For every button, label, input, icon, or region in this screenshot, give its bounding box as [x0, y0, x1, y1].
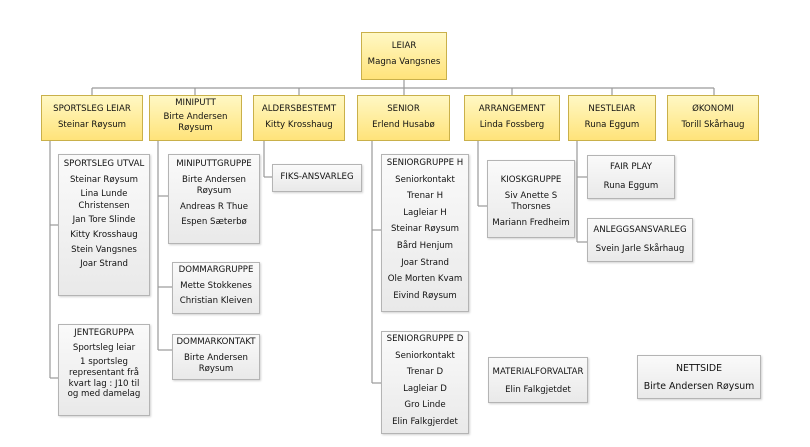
dommarkontakt-box: DOMMARKONTAKT Birte Andersen Røysum — [172, 334, 260, 380]
dommarkontakt-title: DOMMARKONTAKT — [176, 337, 256, 347]
jentegruppa-box: JENTEGRUPPA Sportsleg leiar 1 sportsleg … — [58, 324, 150, 416]
leiar-name: Magna Vangsnes — [367, 56, 441, 67]
sportsleg-leiar-title: SPORTSLEG LEIAR — [53, 104, 131, 114]
arrangement-box: ARRANGEMENT Linda Fossberg — [464, 95, 560, 141]
member: Mette Stokkenes — [180, 280, 252, 291]
senior-title: SENIOR — [387, 104, 420, 114]
okonomi-box: ØKONOMI Torill Skårhaug — [667, 95, 759, 141]
leiar-title: LEIAR — [391, 41, 417, 51]
member: Joar Strand — [80, 259, 128, 270]
member: Bård Henjum — [396, 240, 454, 251]
fair-play-title: FAIR PLAY — [610, 162, 652, 172]
member: Seniorkontakt — [395, 174, 455, 185]
sportsleg-leiar-box: SPORTSLEG LEIAR Steinar Røysum — [41, 95, 143, 141]
member: Birte Andersen Røysum — [181, 174, 247, 197]
member: Kitty Krosshaug — [70, 229, 138, 240]
member: Elin Falkgjetdet — [505, 384, 571, 395]
member: Seniorkontakt — [395, 350, 455, 361]
member: Siv Anette S Thorsnes — [504, 190, 558, 213]
member: Stein Vangsnes — [71, 244, 137, 255]
anleggsansvarleg-box: ANLEGGSANSVARLEG Svein Jarle Skårhaug — [587, 218, 693, 262]
member: Steinar Røysum — [390, 224, 460, 235]
member: Elin Falkgjerdet — [392, 416, 458, 427]
nettside-box: NETTSIDE Birte Andersen Røysum — [637, 355, 761, 399]
member: Trenar D — [406, 367, 444, 378]
member: Mariann Fredheim — [492, 217, 570, 228]
member: Steinar Røysum — [69, 174, 139, 185]
seniorgruppe-h-title: SENIORGRUPPE H — [386, 158, 464, 168]
arrangement-name: Linda Fossberg — [479, 119, 545, 130]
fiks-ansvarleg-box: FIKS-ANSVARLEG — [272, 164, 362, 192]
senior-box: SENIOR Erlend Husabø — [357, 95, 450, 141]
dommargruppe-title: DOMMARGRUPPE — [178, 265, 254, 275]
fiks-ansvarleg-title: FIKS-ANSVARLEG — [280, 172, 354, 182]
member: Andreas R Thue — [179, 201, 249, 212]
sportsleg-leiar-name: Steinar Røysum — [57, 119, 127, 130]
nestleiar-box: NESTLEIAR Runa Eggum — [568, 95, 656, 141]
miniputt-box: MINIPUTT Birte Andersen Røysum — [149, 95, 242, 141]
member: Eivind Røysum — [393, 290, 457, 301]
member: Espen Sæterbø — [181, 217, 247, 228]
seniorgruppe-d-box: SENIORGRUPPE D Seniorkontakt Trenar D La… — [381, 331, 469, 434]
seniorgruppe-d-title: SENIORGRUPPE D — [386, 334, 464, 344]
sportsleg-utval-title: SPORTSLEG UTVAL — [63, 159, 145, 169]
member: Birte Andersen Røysum — [183, 352, 249, 375]
miniputt-name: Birte Andersen Røysum — [163, 111, 228, 134]
miniputtgruppe-title: MINIPUTTGRUPPE — [176, 159, 252, 169]
aldersbestemt-title: ALDERSBESTEMT — [261, 104, 337, 114]
kioskgruppe-title: KIOSKGRUPPE — [500, 175, 562, 185]
nestleiar-title: NESTLEIAR — [588, 104, 636, 114]
member: Gro Linde — [404, 400, 446, 411]
leiar-box: LEIAR Magna Vangsnes — [361, 32, 447, 80]
member: Christian Kleiven — [179, 296, 253, 307]
member: Lina Lunde Christensen — [78, 189, 130, 211]
anleggsansvarleg-title: ANLEGGSANSVARLEG — [593, 225, 687, 235]
member: Joar Strand — [401, 257, 449, 268]
member: Trenar H — [406, 191, 444, 202]
senior-name: Erlend Husabø — [372, 119, 435, 130]
jentegruppa-title: JENTEGRUPPA — [74, 328, 134, 338]
kioskgruppe-box: KIOSKGRUPPE Siv Anette S Thorsnes Marian… — [487, 160, 575, 238]
okonomi-title: ØKONOMI — [692, 104, 734, 114]
nettside-title: NETTSIDE — [675, 363, 723, 374]
materialforvaltar-title: MATERIALFORVALTAR — [492, 367, 584, 377]
aldersbestemt-name: Kitty Krosshaug — [265, 119, 333, 130]
seniorgruppe-h-box: SENIORGRUPPE H Seniorkontakt Trenar H La… — [381, 154, 469, 312]
member: Lagleiar H — [403, 207, 447, 218]
member: Jan Tore Slinde — [72, 215, 136, 226]
miniputt-title: MINIPUTT — [175, 98, 216, 108]
okonomi-name: Torill Skårhaug — [681, 119, 745, 130]
sportsleg-utval-box: SPORTSLEG UTVAL Steinar Røysum Lina Lund… — [58, 154, 150, 296]
miniputtgruppe-box: MINIPUTTGRUPPE Birte Andersen Røysum And… — [168, 154, 260, 244]
member: Lagleiar D — [403, 383, 447, 394]
materialforvaltar-box: MATERIALFORVALTAR Elin Falkgjetdet — [488, 357, 588, 403]
fair-play-box: FAIR PLAY Runa Eggum — [587, 155, 675, 199]
member: Svein Jarle Skårhaug — [595, 243, 685, 254]
arrangement-title: ARRANGEMENT — [478, 104, 546, 114]
member: 1 sportsleg representant frå kvart lag :… — [67, 357, 141, 400]
member: Runa Eggum — [603, 180, 659, 191]
member: Sportsleg leiar — [72, 342, 136, 353]
member: Birte Andersen Røysum — [643, 380, 755, 392]
aldersbestemt-box: ALDERSBESTEMT Kitty Krosshaug — [253, 95, 345, 141]
member: Ole Morten Kvam — [387, 274, 463, 285]
dommargruppe-box: DOMMARGRUPPE Mette Stokkenes Christian K… — [172, 262, 260, 314]
nestleiar-name: Runa Eggum — [584, 119, 640, 130]
